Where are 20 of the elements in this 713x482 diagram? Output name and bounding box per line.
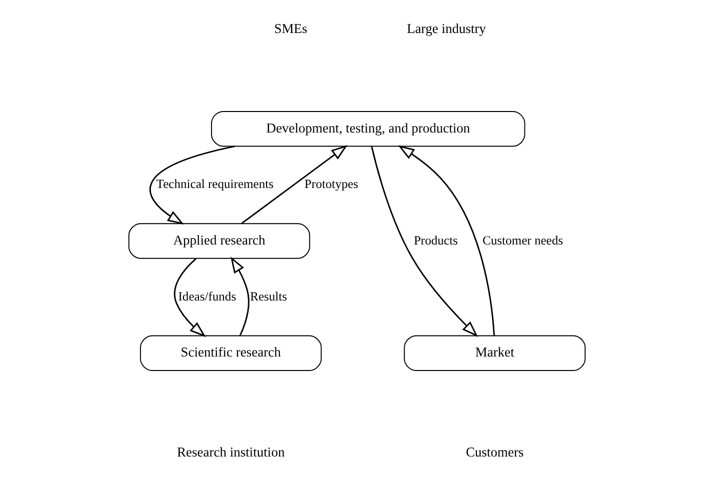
edge-label: Technical requirements (156, 177, 274, 192)
edge-label: Customer needs (482, 233, 563, 248)
edge-label: Results (250, 289, 287, 304)
node-box: Market (403, 335, 586, 372)
label: Large industry (406, 20, 486, 36)
arrow (148, 146, 235, 225)
label: Research institution (176, 444, 284, 460)
arrow (370, 146, 478, 337)
arrow (398, 145, 494, 336)
edge-label: Ideas/funds (178, 289, 236, 304)
node-box: Development, testing, and production (210, 110, 525, 147)
arrow (173, 258, 206, 338)
node-box: Scientific research (139, 335, 322, 372)
edge-label: Products (413, 233, 458, 248)
edge-label: Prototypes (304, 177, 358, 192)
label: Customers (465, 444, 524, 460)
node-box: Applied research (128, 223, 310, 259)
arrow (240, 145, 348, 224)
arrow (230, 256, 249, 336)
label: SMEs (274, 20, 307, 36)
